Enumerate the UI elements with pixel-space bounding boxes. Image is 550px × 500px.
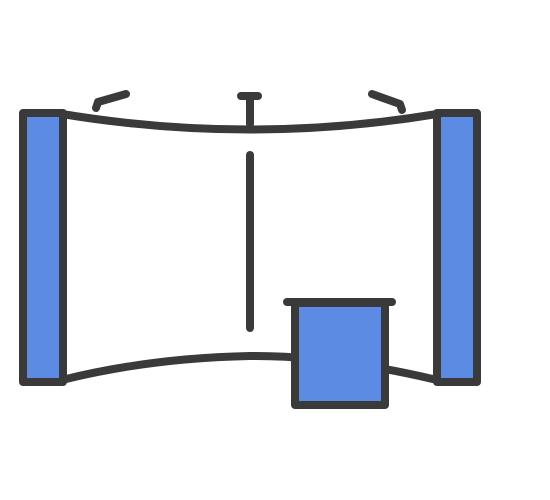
left-top-bracket	[92, 90, 130, 112]
top-brackets	[92, 90, 406, 128]
left-side-panel	[19, 109, 67, 386]
right-top-bracket	[368, 90, 406, 114]
right-side-panel	[433, 109, 481, 386]
display-counter	[291, 299, 389, 409]
